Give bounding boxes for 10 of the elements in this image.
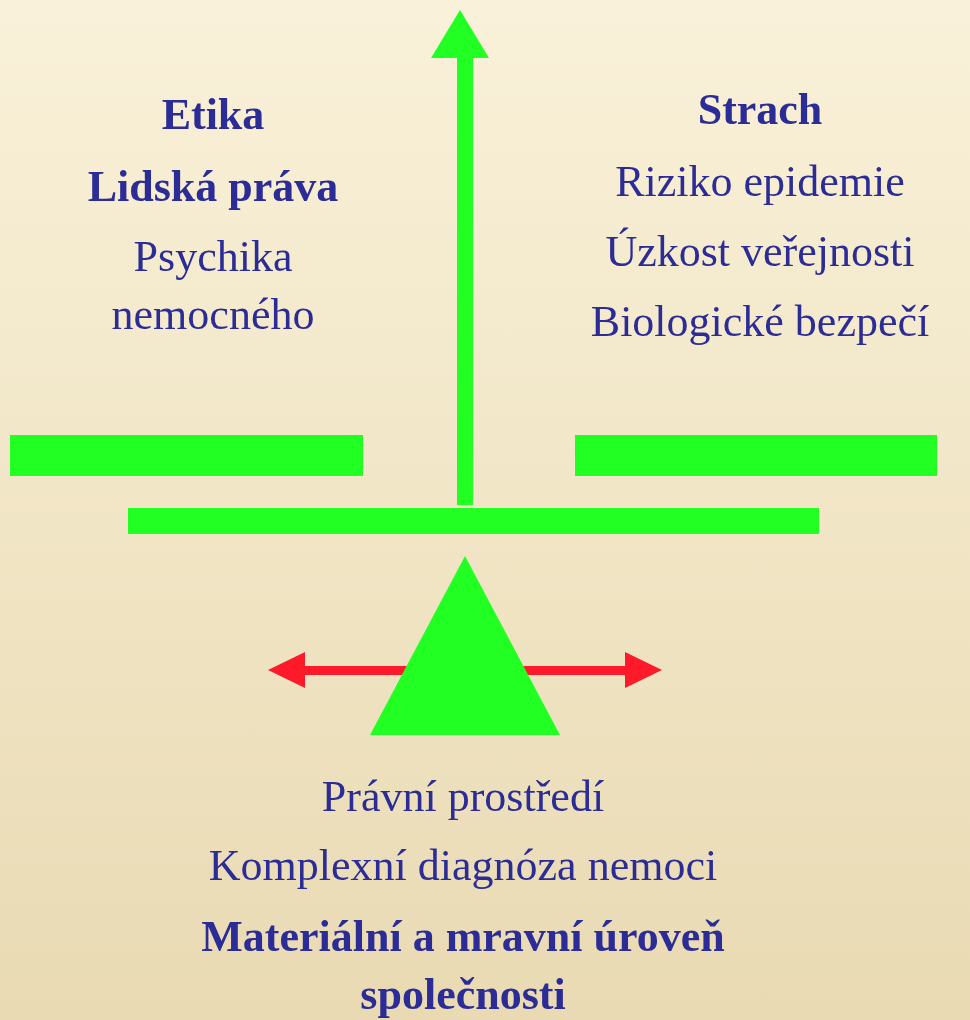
label-text: Úzkost veřejnosti [604,226,916,278]
label-text: Psychika nemocného [110,231,316,341]
heading-text: Strach [696,84,824,136]
heading-text: Etika [160,89,266,141]
label-text: Komplexní diagnóza nemoci [207,840,719,892]
label-text: Riziko epidemie [614,156,906,208]
label-text: Právní prostředí [320,771,606,823]
heading-text: Materiální a mravní úroveň společnosti [200,911,726,1020]
label-text: Biologické bezpečí [589,296,931,348]
heading-text: Lidská práva [86,161,340,213]
